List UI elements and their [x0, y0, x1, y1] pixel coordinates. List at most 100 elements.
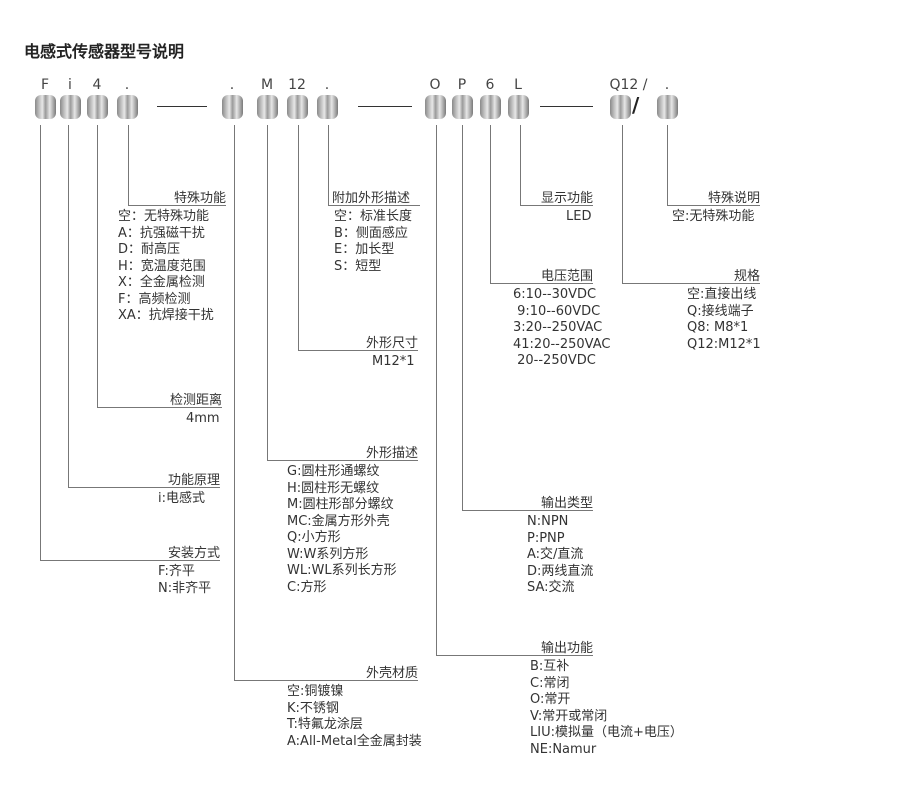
option-item: D：耐高压 — [118, 242, 181, 257]
code-key-9 — [452, 95, 473, 119]
spec-leader-line — [622, 125, 623, 283]
principle-label: 功能原理 — [167, 473, 220, 488]
spec-underline — [622, 283, 760, 284]
code-char-11: L — [514, 77, 522, 93]
housing-underline — [234, 680, 418, 681]
outtype-label: 输出类型 — [540, 496, 593, 511]
code-key-5 — [257, 95, 278, 119]
option-item: 4mm — [186, 411, 220, 426]
size-label: 外形尺寸 — [365, 336, 418, 351]
option-item: i:电感式 — [158, 491, 205, 506]
code-key-1 — [60, 95, 81, 119]
display-leader-line — [520, 125, 521, 205]
code-char-1: i — [68, 77, 72, 93]
option-item: 空:铜镀镍 — [287, 684, 344, 699]
shape-underline — [267, 460, 418, 461]
option-item: B：侧面感应 — [334, 225, 408, 241]
option-item: W:W系列方形 — [287, 546, 369, 562]
slash-separator: / — [632, 93, 640, 117]
code-key-2 — [87, 95, 108, 119]
mount-underline — [40, 560, 220, 561]
option-item: T:特氟龙涂层 — [287, 717, 363, 732]
code-char-0: F — [40, 77, 50, 93]
principle-leader-line — [68, 125, 69, 487]
option-item: Q8: M8*1 — [687, 320, 749, 335]
code-char-9: P — [457, 77, 467, 93]
option-item: Q:接线端子 — [687, 303, 754, 319]
option-item: F:齐平 — [158, 564, 195, 579]
note-leader-line — [667, 125, 668, 205]
code-char-8: O — [429, 77, 441, 93]
option-item: 9:10--60VDC — [513, 303, 601, 319]
option-item: A：抗强磁干扰 — [118, 225, 205, 241]
display-options: LED — [566, 209, 591, 226]
voltage-label: 电压范围 — [540, 269, 593, 284]
code-char-4: . — [229, 77, 235, 93]
option-item: O:常开 — [530, 692, 571, 707]
extra-label: 附加外形描述 — [332, 191, 411, 206]
option-item: 20--250VDC — [513, 353, 596, 368]
extra-underline — [328, 205, 420, 206]
code-dash — [540, 106, 593, 107]
code-char-10: 6 — [485, 77, 495, 93]
option-item: LIU:模拟量（电流+电压） — [530, 725, 683, 740]
extra-leader-line — [328, 125, 329, 205]
size-leader-line — [298, 125, 299, 350]
option-item: G:圆柱形通螺纹 — [287, 464, 380, 479]
code-key-6 — [287, 95, 308, 119]
distance-leader-line — [97, 125, 98, 407]
special-leader-line — [128, 125, 129, 205]
code-char-6: 12 — [288, 77, 306, 93]
voltage-leader-line — [490, 125, 491, 283]
outfunc-leader-line — [436, 125, 437, 655]
housing-leader-line — [234, 125, 235, 680]
code-dash — [358, 106, 412, 107]
option-item: WL:WL系列长方形 — [287, 563, 397, 578]
display-underline — [520, 205, 593, 206]
note-label: 特殊说明 — [707, 191, 760, 206]
option-item: Q:小方形 — [287, 530, 341, 545]
code-char-3: . — [124, 77, 130, 93]
option-item: S：短型 — [334, 258, 382, 274]
option-item: D:两线直流 — [527, 563, 594, 579]
page-title: 电感式传感器型号说明 — [24, 42, 185, 61]
mount-label: 安装方式 — [167, 546, 220, 561]
option-item: H：宽温度范围 — [118, 258, 206, 274]
note-underline — [667, 205, 760, 206]
option-item: 空:无特殊功能 — [672, 209, 755, 224]
code-key-12 — [610, 95, 631, 119]
note-options: 空:无特殊功能 — [672, 209, 754, 226]
code-key-3 — [117, 95, 138, 119]
option-item: 6:10--30VDC — [513, 287, 597, 302]
option-item: A:交/直流 — [527, 547, 584, 562]
option-item: C:方形 — [287, 579, 327, 595]
shape-label: 外形描述 — [365, 446, 418, 461]
option-item: M12*1 — [372, 354, 415, 369]
option-item: 41:20--250VAC — [513, 336, 611, 352]
code-key-13 — [657, 95, 678, 119]
special-label: 特殊功能 — [173, 191, 226, 206]
outfunc-underline — [436, 655, 593, 656]
principle-options: i:电感式 — [158, 491, 205, 508]
distance-options: 4mm — [186, 411, 220, 428]
option-item: MC:金属方形外壳 — [287, 513, 390, 529]
outtype-leader-line — [462, 125, 463, 510]
option-item: H:圆柱形无螺纹 — [287, 480, 380, 496]
mount-leader-line — [40, 125, 41, 560]
code-char-7: . — [324, 77, 330, 93]
spec-label: 规格 — [733, 269, 760, 284]
option-item: NE:Namur — [530, 741, 597, 757]
shape-leader-line — [267, 125, 268, 460]
option-item: 3:20--250VAC — [513, 320, 603, 335]
size-options: M12*1 — [372, 354, 415, 371]
option-item: N:NPN — [527, 514, 569, 529]
code-char-13: . — [664, 77, 670, 93]
code-dash — [157, 106, 207, 107]
outtype-underline — [462, 510, 593, 511]
